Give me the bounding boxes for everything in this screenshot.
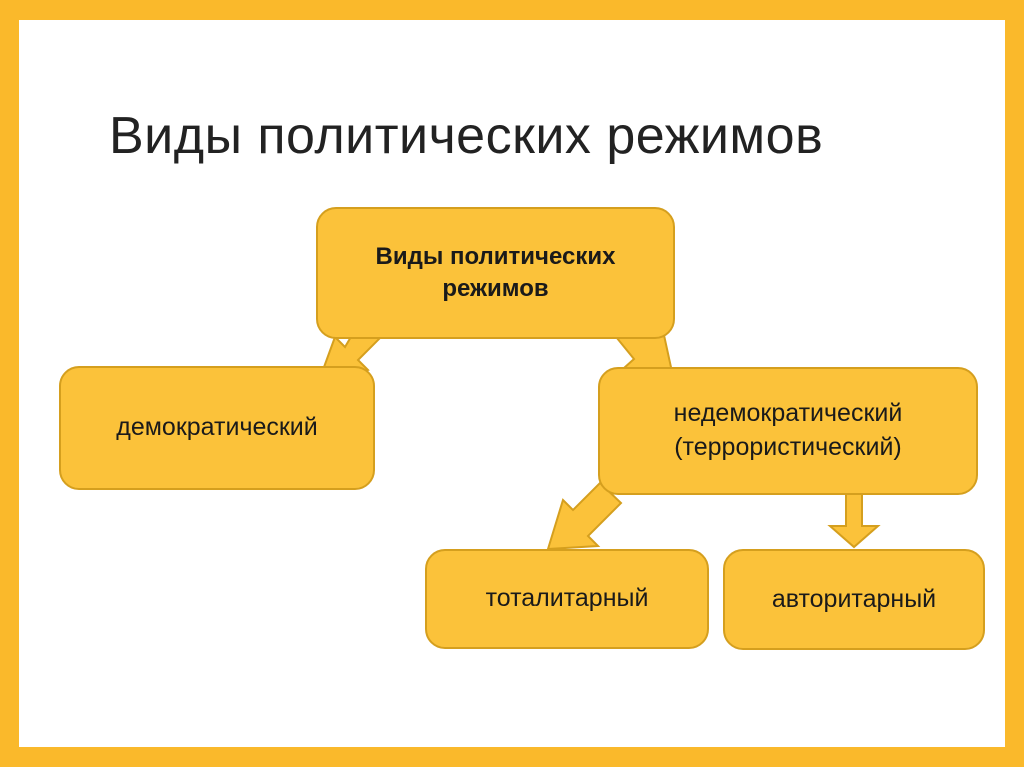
slide-title: Виды политических режимов [109,107,824,165]
node-totalitarian: тоталитарный [425,549,709,649]
node-authoritarian-label: авторитарный [771,584,937,613]
node-democratic: демократический [59,366,375,490]
node-root: Виды политических режимов [316,207,675,339]
node-non-democratic-line2: (террористический) [674,433,902,461]
node-totalitarian-label: тоталитарный [485,584,649,613]
node-non-democratic: недемократический (террористический) [598,367,978,495]
node-authoritarian: авторитарный [723,549,985,650]
node-non-democratic-line1: недемократический [673,399,903,428]
node-democratic-label: демократический [116,413,318,442]
node-root-label: Виды политических режимов [375,242,616,302]
node-non-democratic-text: недемократический (террористический) [674,397,903,465]
